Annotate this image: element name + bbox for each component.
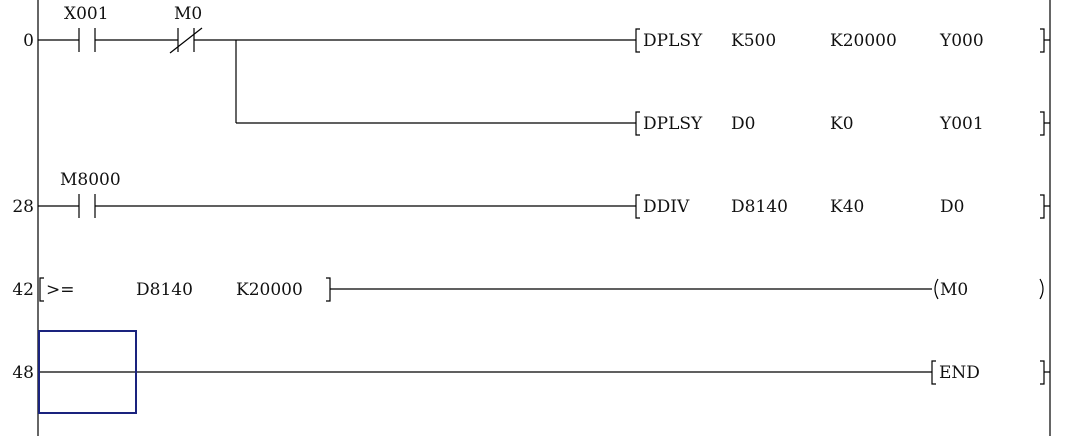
operand: K500 xyxy=(731,31,776,51)
operand: D0 xyxy=(731,114,755,134)
compare-instruction[interactable]: >= D8140 K20000 xyxy=(39,277,331,302)
contact-label: X001 xyxy=(64,4,109,24)
instruction-op: DPLSY xyxy=(643,31,703,51)
instruction-op: DPLSY xyxy=(643,114,703,134)
operand: K20000 xyxy=(830,31,897,51)
operand: D8140 xyxy=(731,197,788,217)
instruction-dplsy-2[interactable]: DPLSY D0 K0 Y001 xyxy=(635,111,1050,136)
editor-cursor[interactable] xyxy=(38,330,137,414)
rung-0[interactable]: X001 M0 xyxy=(38,4,636,124)
rung-48[interactable]: END xyxy=(38,360,1050,385)
instruction-end[interactable]: END xyxy=(931,360,1050,385)
end-label: END xyxy=(939,363,980,383)
step-number: 48 xyxy=(12,363,34,383)
instruction-dplsy-1[interactable]: DPLSY K500 K20000 Y000 xyxy=(635,28,1050,53)
contact-label: M0 xyxy=(174,4,202,24)
operand: K40 xyxy=(830,197,864,217)
operand: D0 xyxy=(940,197,964,217)
contact-m0-normally-closed[interactable]: M0 xyxy=(169,4,203,54)
instruction-ddiv[interactable]: DDIV D8140 K40 D0 xyxy=(635,194,1050,219)
step-number: 0 xyxy=(23,31,34,51)
compare-op: >= xyxy=(46,280,75,300)
step-number: 42 xyxy=(12,280,34,300)
operand: K20000 xyxy=(236,280,303,300)
contact-m8000[interactable]: M8000 xyxy=(60,170,121,218)
coil-label: M0 xyxy=(940,280,968,300)
operand: K0 xyxy=(830,114,854,134)
instruction-op: DDIV xyxy=(643,197,690,217)
coil-m0[interactable]: M0 xyxy=(934,278,1044,300)
operand: Y001 xyxy=(939,114,984,134)
operand: Y000 xyxy=(939,31,984,51)
step-number: 28 xyxy=(12,197,34,217)
operand: D8140 xyxy=(136,280,193,300)
rung-42[interactable]: >= D8140 K20000 M0 xyxy=(39,277,1044,302)
contact-x001[interactable]: X001 xyxy=(64,4,109,52)
contact-label: M8000 xyxy=(60,170,121,190)
rung-28[interactable]: M8000 DDIV D8140 K40 D0 xyxy=(38,170,1050,219)
